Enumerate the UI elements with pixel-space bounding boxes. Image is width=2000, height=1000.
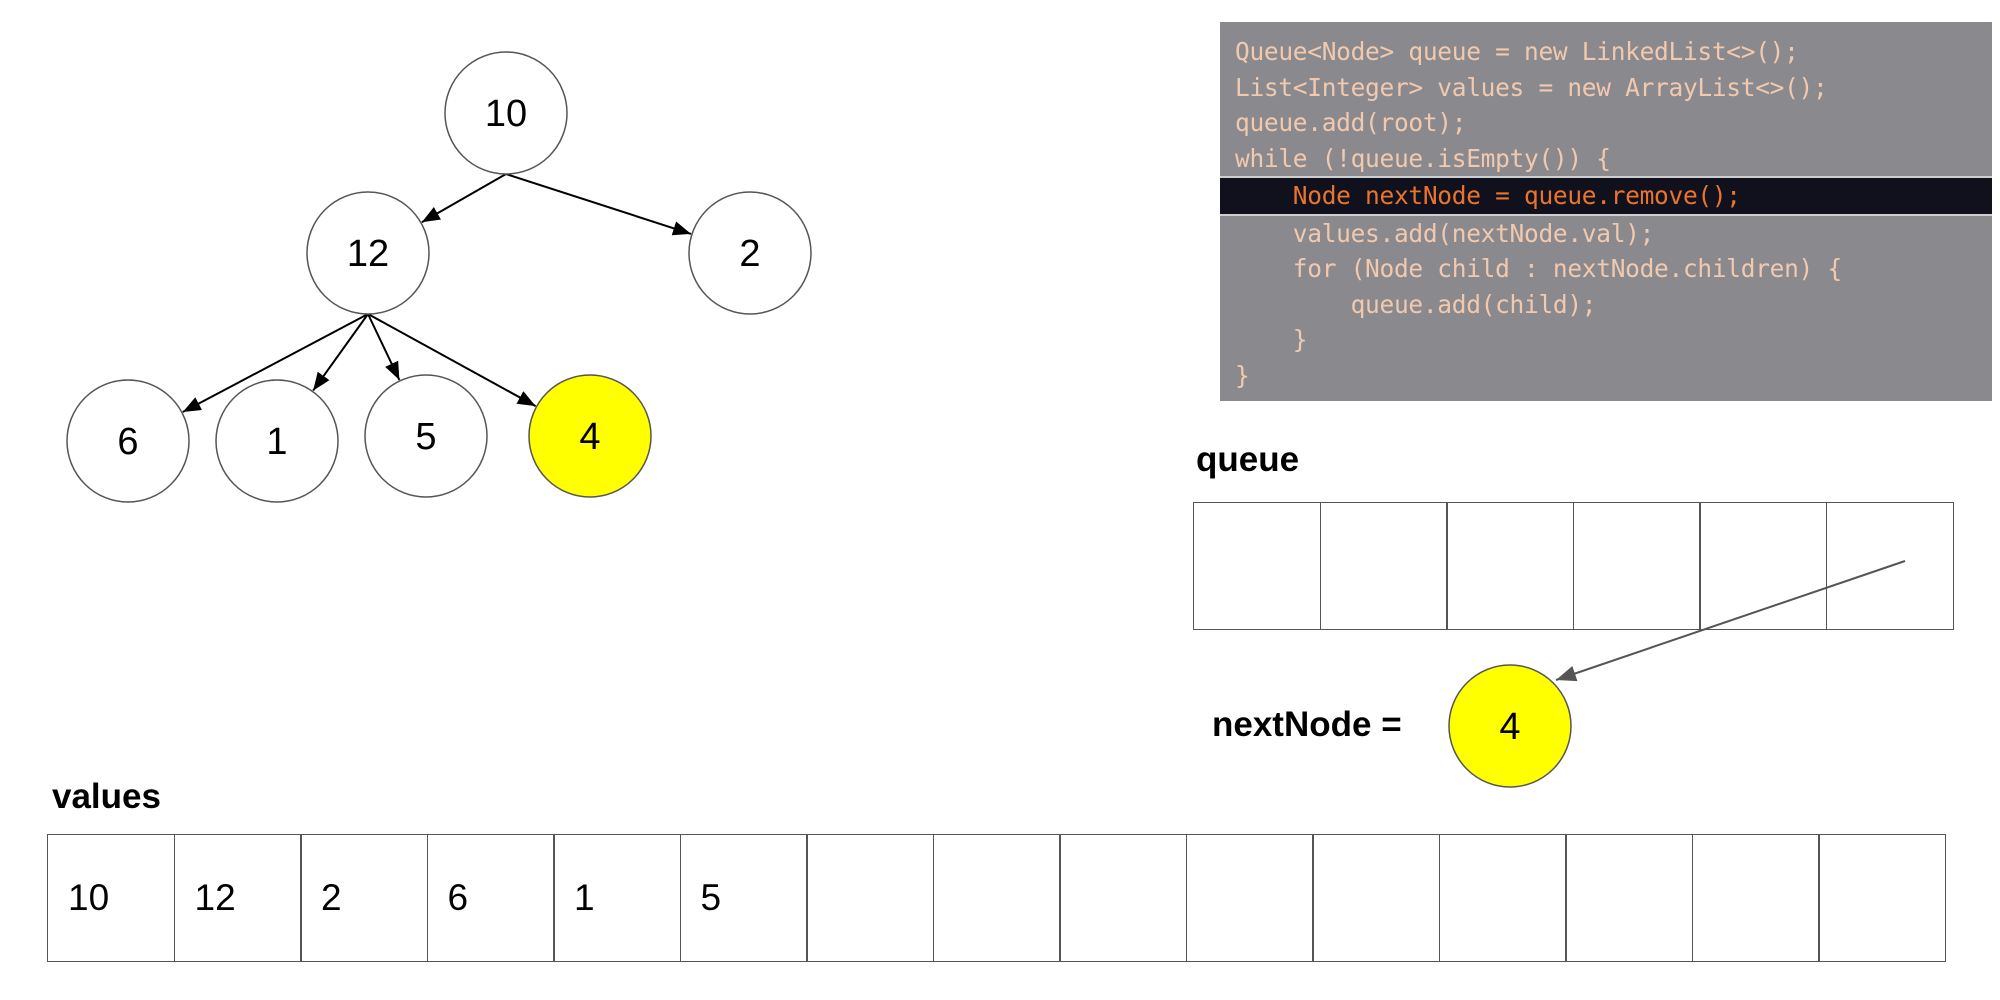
values-label: values	[52, 777, 161, 816]
queue-cell	[1446, 502, 1574, 630]
values-cell	[1565, 834, 1693, 962]
values-cell	[932, 834, 1061, 962]
queue-cell	[1699, 502, 1827, 630]
tree-node-1: 1	[215, 379, 339, 503]
next-node-label: nextNode =	[1212, 705, 1402, 744]
tree-node-circle	[306, 191, 430, 315]
tree-edge-n12-n5	[367, 313, 401, 381]
tree-node-10: 10	[444, 51, 568, 175]
values-cell: 5	[679, 834, 808, 962]
tree-node-label: 4	[579, 416, 600, 458]
tree-node-6: 6	[66, 379, 190, 503]
tree-node-circle	[688, 191, 812, 315]
tree-node-2: 2	[688, 191, 812, 315]
tree-node-label: 12	[347, 233, 389, 275]
values-cell: 10	[47, 834, 175, 962]
code-line: for (Node child : nextNode.children) {	[1235, 254, 1842, 283]
tree-node-circle	[444, 51, 568, 175]
code-line: Queue<Node> queue = new LinkedList<>();	[1235, 37, 1799, 66]
values-cell: 6	[426, 834, 555, 962]
tree-node-label: 2	[739, 233, 760, 275]
code-line: }	[1235, 360, 1250, 390]
queue-cell	[1319, 502, 1448, 630]
tree-edge-n12-n1	[312, 313, 369, 392]
values-cell	[1691, 834, 1820, 962]
queue-array	[1193, 502, 1954, 630]
values-cell	[1185, 834, 1314, 962]
queue-cell	[1825, 502, 1954, 630]
code-panel: Queue<Node> queue = new LinkedList<>(); L…	[1220, 22, 1992, 401]
queue-cell	[1572, 502, 1701, 630]
tree-node-label: 5	[415, 416, 436, 458]
values-cell: 2	[300, 834, 428, 962]
values-cell: 1	[553, 834, 681, 962]
values-cell	[1059, 834, 1187, 962]
code-line: queue.add(root);	[1235, 108, 1467, 137]
code-line: values.add(nextNode.val);	[1235, 218, 1655, 248]
tree-node-circle	[215, 379, 339, 503]
tree-node-5: 5	[364, 374, 488, 498]
code-line: }	[1235, 325, 1308, 354]
tree-node-label: 10	[485, 93, 527, 135]
code-line-highlighted: Node nextNode = queue.remove();	[1220, 176, 1992, 216]
values-cell	[1312, 834, 1440, 962]
tree-node-4: 4	[528, 374, 652, 498]
tree-edge-n10-n12	[421, 173, 507, 224]
values-cell	[1438, 834, 1567, 962]
code-line: while (!queue.isEmpty()) {	[1235, 143, 1611, 173]
code-line: queue.add(child);	[1235, 289, 1597, 319]
tree-edge-n12-n4	[367, 313, 537, 408]
values-cell: 12	[173, 834, 302, 962]
tree-node-circle	[364, 374, 488, 498]
queue-label: queue	[1196, 440, 1300, 479]
tree-node-label: 6	[117, 421, 138, 463]
tree-edge-n10-n2	[505, 173, 692, 236]
tree-edge-n12-n6	[182, 313, 369, 413]
tree-node-label: 1	[266, 421, 287, 463]
tree-node-circle	[66, 379, 190, 503]
values-cell	[806, 834, 934, 962]
values-cell	[1818, 834, 1946, 962]
tree-node-circle	[528, 374, 652, 498]
queue-cell	[1193, 502, 1321, 630]
code-line: List<Integer> values = new ArrayList<>()…	[1235, 72, 1828, 102]
tree-node-12: 12	[306, 191, 430, 315]
